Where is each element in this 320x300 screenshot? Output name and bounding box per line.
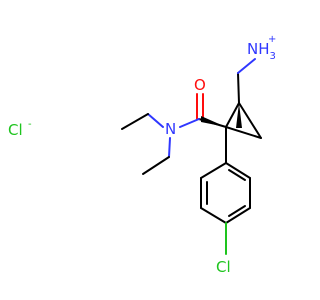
ammonium-charge: + — [268, 34, 276, 45]
ethyl2-bond-2 — [142, 156, 170, 175]
benzene-bond-3 — [225, 207, 251, 224]
wedge-bond-ring — [236, 103, 242, 128]
oxygen-label: O — [194, 76, 206, 94]
ammonium-label: NH3 — [247, 40, 276, 62]
bonds — [121, 58, 262, 255]
benzene-bond-4 — [200, 207, 227, 224]
amide-bond — [179, 118, 200, 128]
ethyl1-bond-1 — [147, 113, 164, 128]
aminomethyl-bond-2 — [237, 58, 256, 74]
ring-bond-right — [238, 102, 262, 139]
benzene-bond-6 — [200, 162, 227, 179]
ammonium-main: NH — [247, 40, 270, 58]
ring-bond-bottom — [225, 126, 262, 139]
ethyl1-bond-2 — [121, 113, 149, 130]
nitrogen-label: N — [165, 120, 176, 138]
molecule-structure: NH3 + O N Cl - Cl — [8, 34, 276, 276]
benzene-inner-2 — [228, 205, 246, 217]
ethyl2-bond-1 — [168, 137, 171, 158]
aryl-chlorine-label: Cl — [216, 258, 231, 276]
benzene-inner-1 — [228, 169, 246, 181]
ring-bond-top — [225, 102, 240, 128]
ammonium-subscript: 3 — [270, 51, 276, 62]
wedge-bond-carbonyl — [201, 116, 226, 127]
benzene-bond-1 — [225, 162, 251, 179]
chloride-ion-label: Cl — [8, 121, 23, 139]
aminomethyl-bond-1 — [237, 72, 240, 104]
chloride-ion-charge: - — [28, 119, 32, 130]
